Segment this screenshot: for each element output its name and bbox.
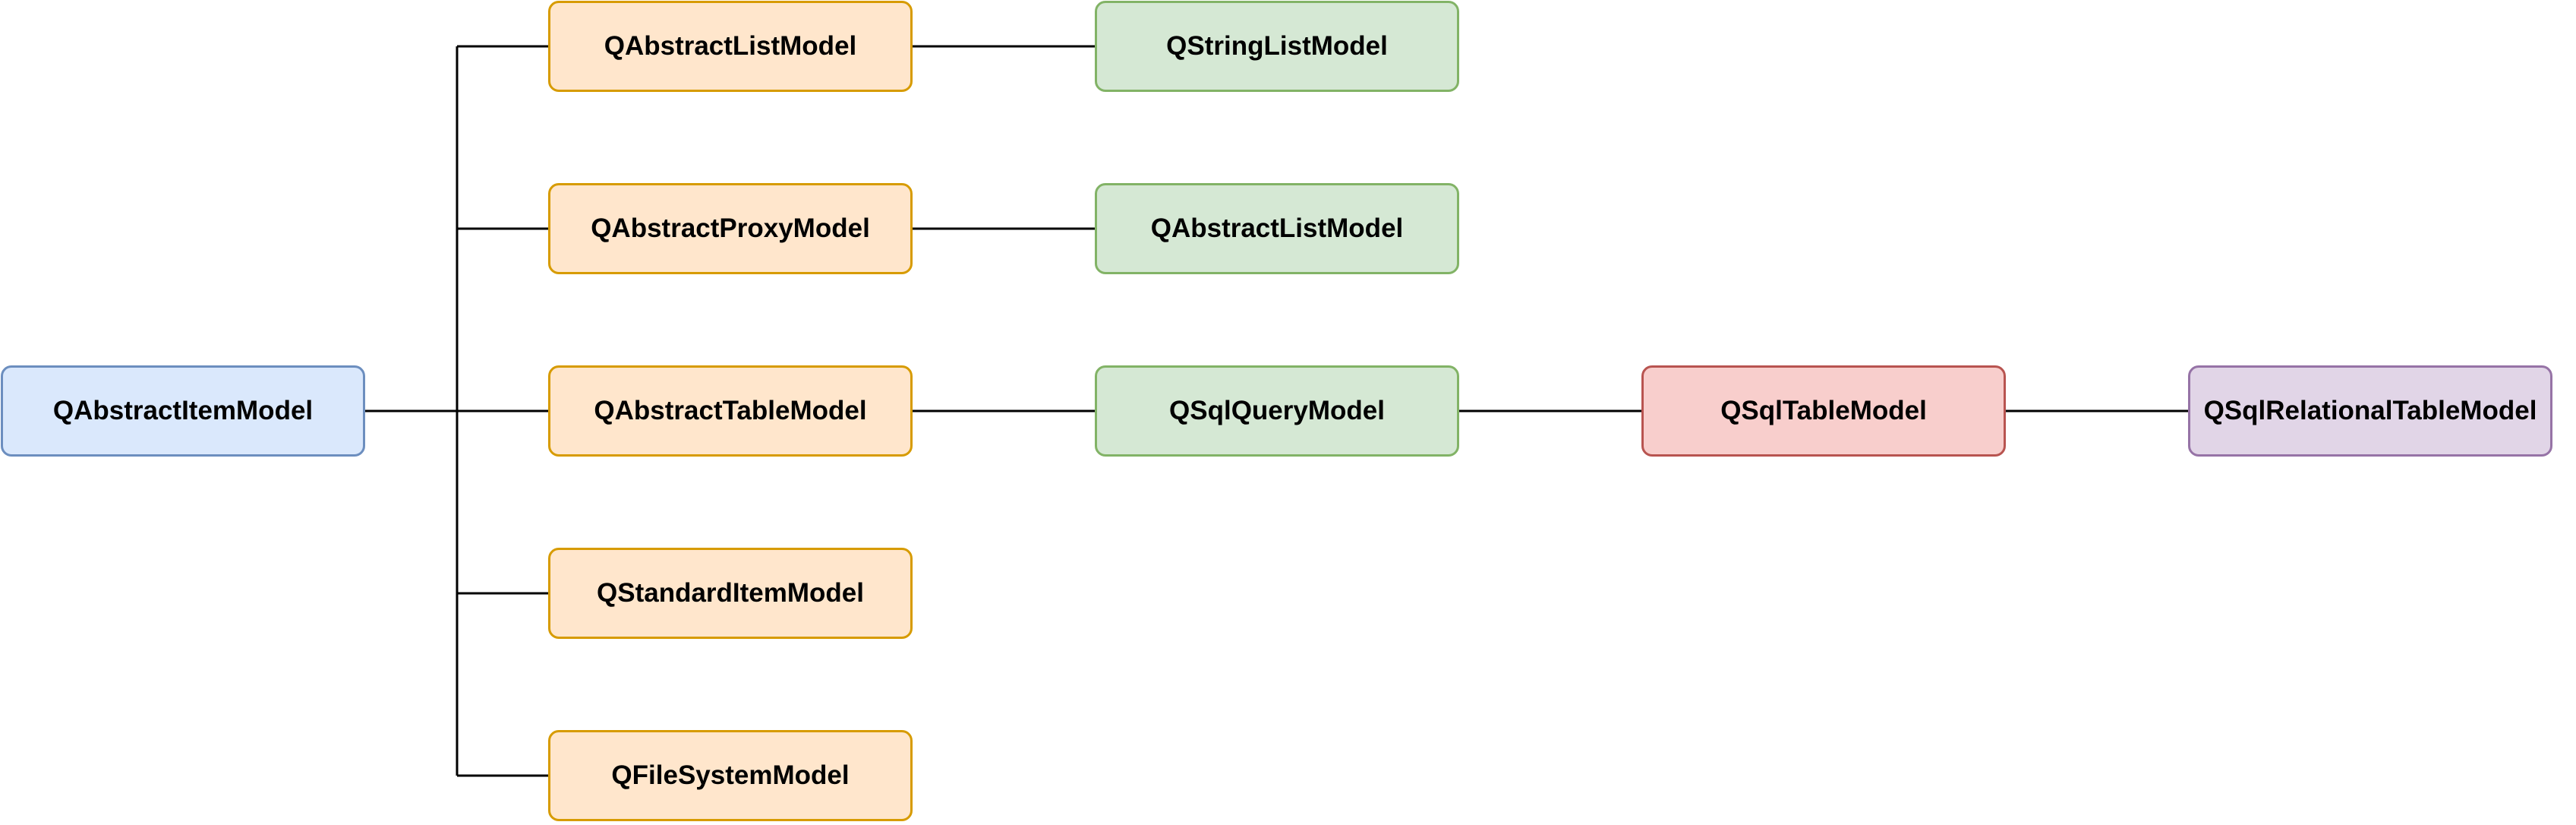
node-qabstractitemmodel[interactable]: QAbstractItemModel [1, 365, 365, 457]
node-qabstracttablemodel[interactable]: QAbstractTableModel [548, 365, 913, 457]
node-label: QStandardItemModel [597, 578, 864, 608]
node-qsqlquerymodel[interactable]: QSqlQueryModel [1095, 365, 1459, 457]
node-qabstractproxymodel[interactable]: QAbstractProxyModel [548, 183, 913, 274]
node-qabstractlistmodel[interactable]: QAbstractListModel [548, 1, 913, 92]
node-label: QSqlTableModel [1720, 396, 1927, 425]
node-label: QAbstractListModel [604, 31, 857, 61]
node-qstringlistmodel[interactable]: QStringListModel [1095, 1, 1459, 92]
node-qstandarditemmodel[interactable]: QStandardItemModel [548, 548, 913, 639]
node-label: QSqlQueryModel [1169, 396, 1385, 425]
node-label: QSqlRelationalTableModel [2203, 396, 2537, 425]
node-qsqltablemodel[interactable]: QSqlTableModel [1641, 365, 2006, 457]
node-label: QAbstractListModel [1150, 213, 1404, 243]
node-qsqlrelationaltablemodel[interactable]: QSqlRelationalTableModel [2188, 365, 2552, 457]
node-qfilesystemmodel[interactable]: QFileSystemModel [548, 730, 913, 821]
node-label: QFileSystemModel [611, 760, 850, 790]
node-label: QAbstractItemModel [52, 396, 314, 425]
node-label: QStringListModel [1166, 31, 1388, 61]
node-qabstractlistmodel-2[interactable]: QAbstractListModel [1095, 183, 1459, 274]
node-label: QAbstractTableModel [594, 396, 867, 425]
node-label: QAbstractProxyModel [591, 213, 870, 243]
